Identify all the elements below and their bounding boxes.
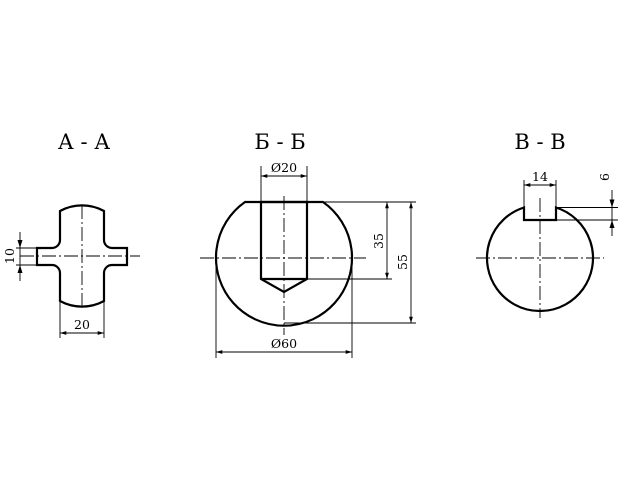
- section-b-b: Б - Б Ø20 35 55 Ø60: [200, 130, 416, 358]
- section-v-v-title: В - В: [514, 130, 565, 154]
- dim-10-arrow-top: [17, 240, 23, 248]
- dim-flats-width-label: 20: [74, 317, 90, 332]
- dim-10-arrow-bottom: [17, 265, 23, 273]
- dim-outer-diameter-label: Ø60: [271, 336, 297, 351]
- dim-key-width-label: 14: [532, 169, 548, 184]
- dim-key-depth-label: 6: [597, 173, 612, 181]
- dim-hole-diameter-label: Ø20: [271, 160, 297, 175]
- dim-slot-width-label: 10: [2, 248, 17, 264]
- section-a-a-title: А - А: [58, 130, 110, 154]
- section-b-b-body: [214, 200, 354, 327]
- dim-flat-height-label: 55: [395, 254, 410, 270]
- section-v-v: В - В 14 6: [476, 130, 618, 318]
- dim-6-arrow-top: [609, 199, 615, 208]
- section-a-a: А - А 10 20: [2, 130, 140, 338]
- section-b-b-hole: [259, 200, 309, 294]
- dim-6-arrow-bottom: [609, 220, 615, 228]
- section-v-v-body: [485, 205, 595, 313]
- dim-hole-depth-label: 35: [371, 233, 386, 249]
- section-b-b-title: Б - Б: [254, 130, 305, 154]
